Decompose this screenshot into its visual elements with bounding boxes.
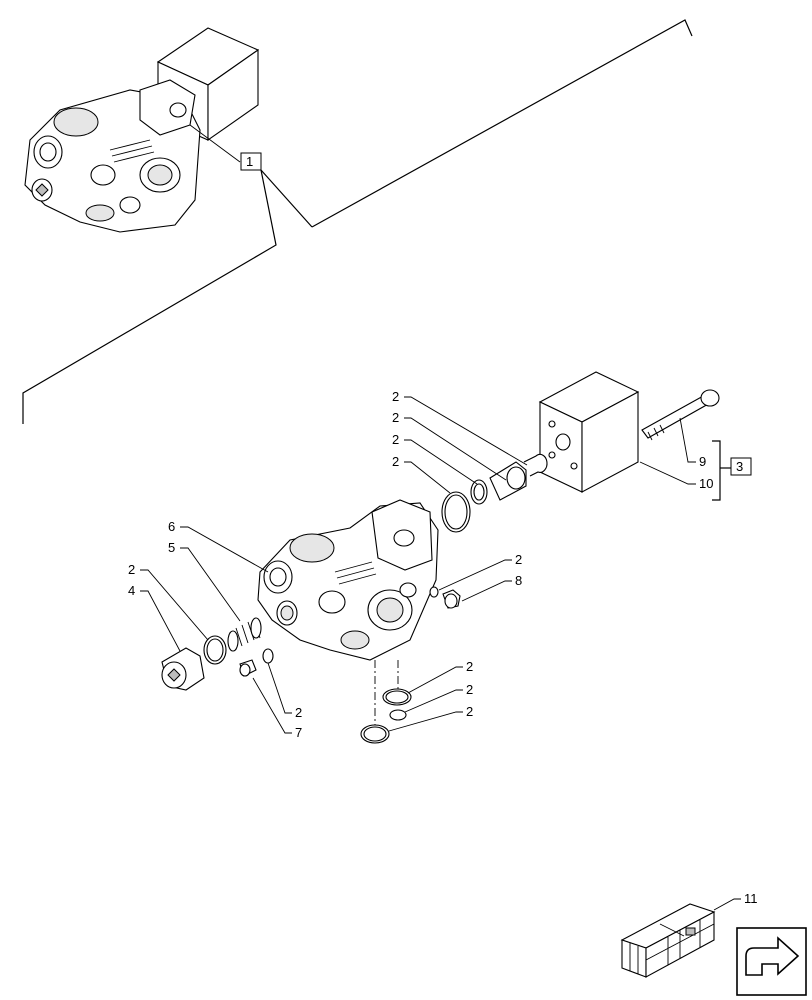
left-parts-group <box>161 617 274 691</box>
callout-2[interactable]: 2 <box>392 410 399 425</box>
callout-10[interactable]: 10 <box>699 476 713 491</box>
callout-2[interactable]: 2 <box>466 682 473 697</box>
callout-2[interactable]: 2 <box>515 552 522 567</box>
callout-7[interactable]: 7 <box>295 725 302 740</box>
callout-8[interactable]: 8 <box>515 573 522 588</box>
reference-1-group: 1 <box>22 19 693 424</box>
callout-2[interactable]: 2 <box>392 389 399 404</box>
valve-assembly-overview <box>24 27 260 233</box>
reference-box-1[interactable] <box>240 152 262 171</box>
callout-numbers: 2 2 2 2 6 5 2 4 2 7 2 8 2 2 2 9 10 11 <box>128 389 758 906</box>
callout-2[interactable]: 2 <box>392 454 399 469</box>
callout-2[interactable]: 2 <box>128 562 135 577</box>
leader-lines <box>140 396 741 911</box>
reference-label-1: 1 <box>246 154 253 169</box>
reference-3-group: 3 <box>712 440 752 501</box>
part-8-plug <box>429 586 461 609</box>
callout-2[interactable]: 2 <box>466 704 473 719</box>
callout-2[interactable]: 2 <box>392 432 399 447</box>
part-6-valve-body <box>257 499 439 661</box>
reference-box-3[interactable] <box>730 457 752 476</box>
callout-4[interactable]: 4 <box>128 583 135 598</box>
callout-5[interactable]: 5 <box>168 540 175 555</box>
callout-2[interactable]: 2 <box>466 659 473 674</box>
lower-o-rings <box>360 688 412 744</box>
kit-crate-icon[interactable] <box>620 903 716 978</box>
upper-plug-group <box>441 453 548 533</box>
callout-2[interactable]: 2 <box>295 705 302 720</box>
callout-11[interactable]: 11 <box>744 891 758 906</box>
callout-9[interactable]: 9 <box>699 454 706 469</box>
reference-label-3: 3 <box>736 459 743 474</box>
callout-6[interactable]: 6 <box>168 519 175 534</box>
part-10-block <box>538 371 640 493</box>
navigation-arrow-icon[interactable] <box>736 927 807 996</box>
part-9-bolt <box>641 389 720 441</box>
